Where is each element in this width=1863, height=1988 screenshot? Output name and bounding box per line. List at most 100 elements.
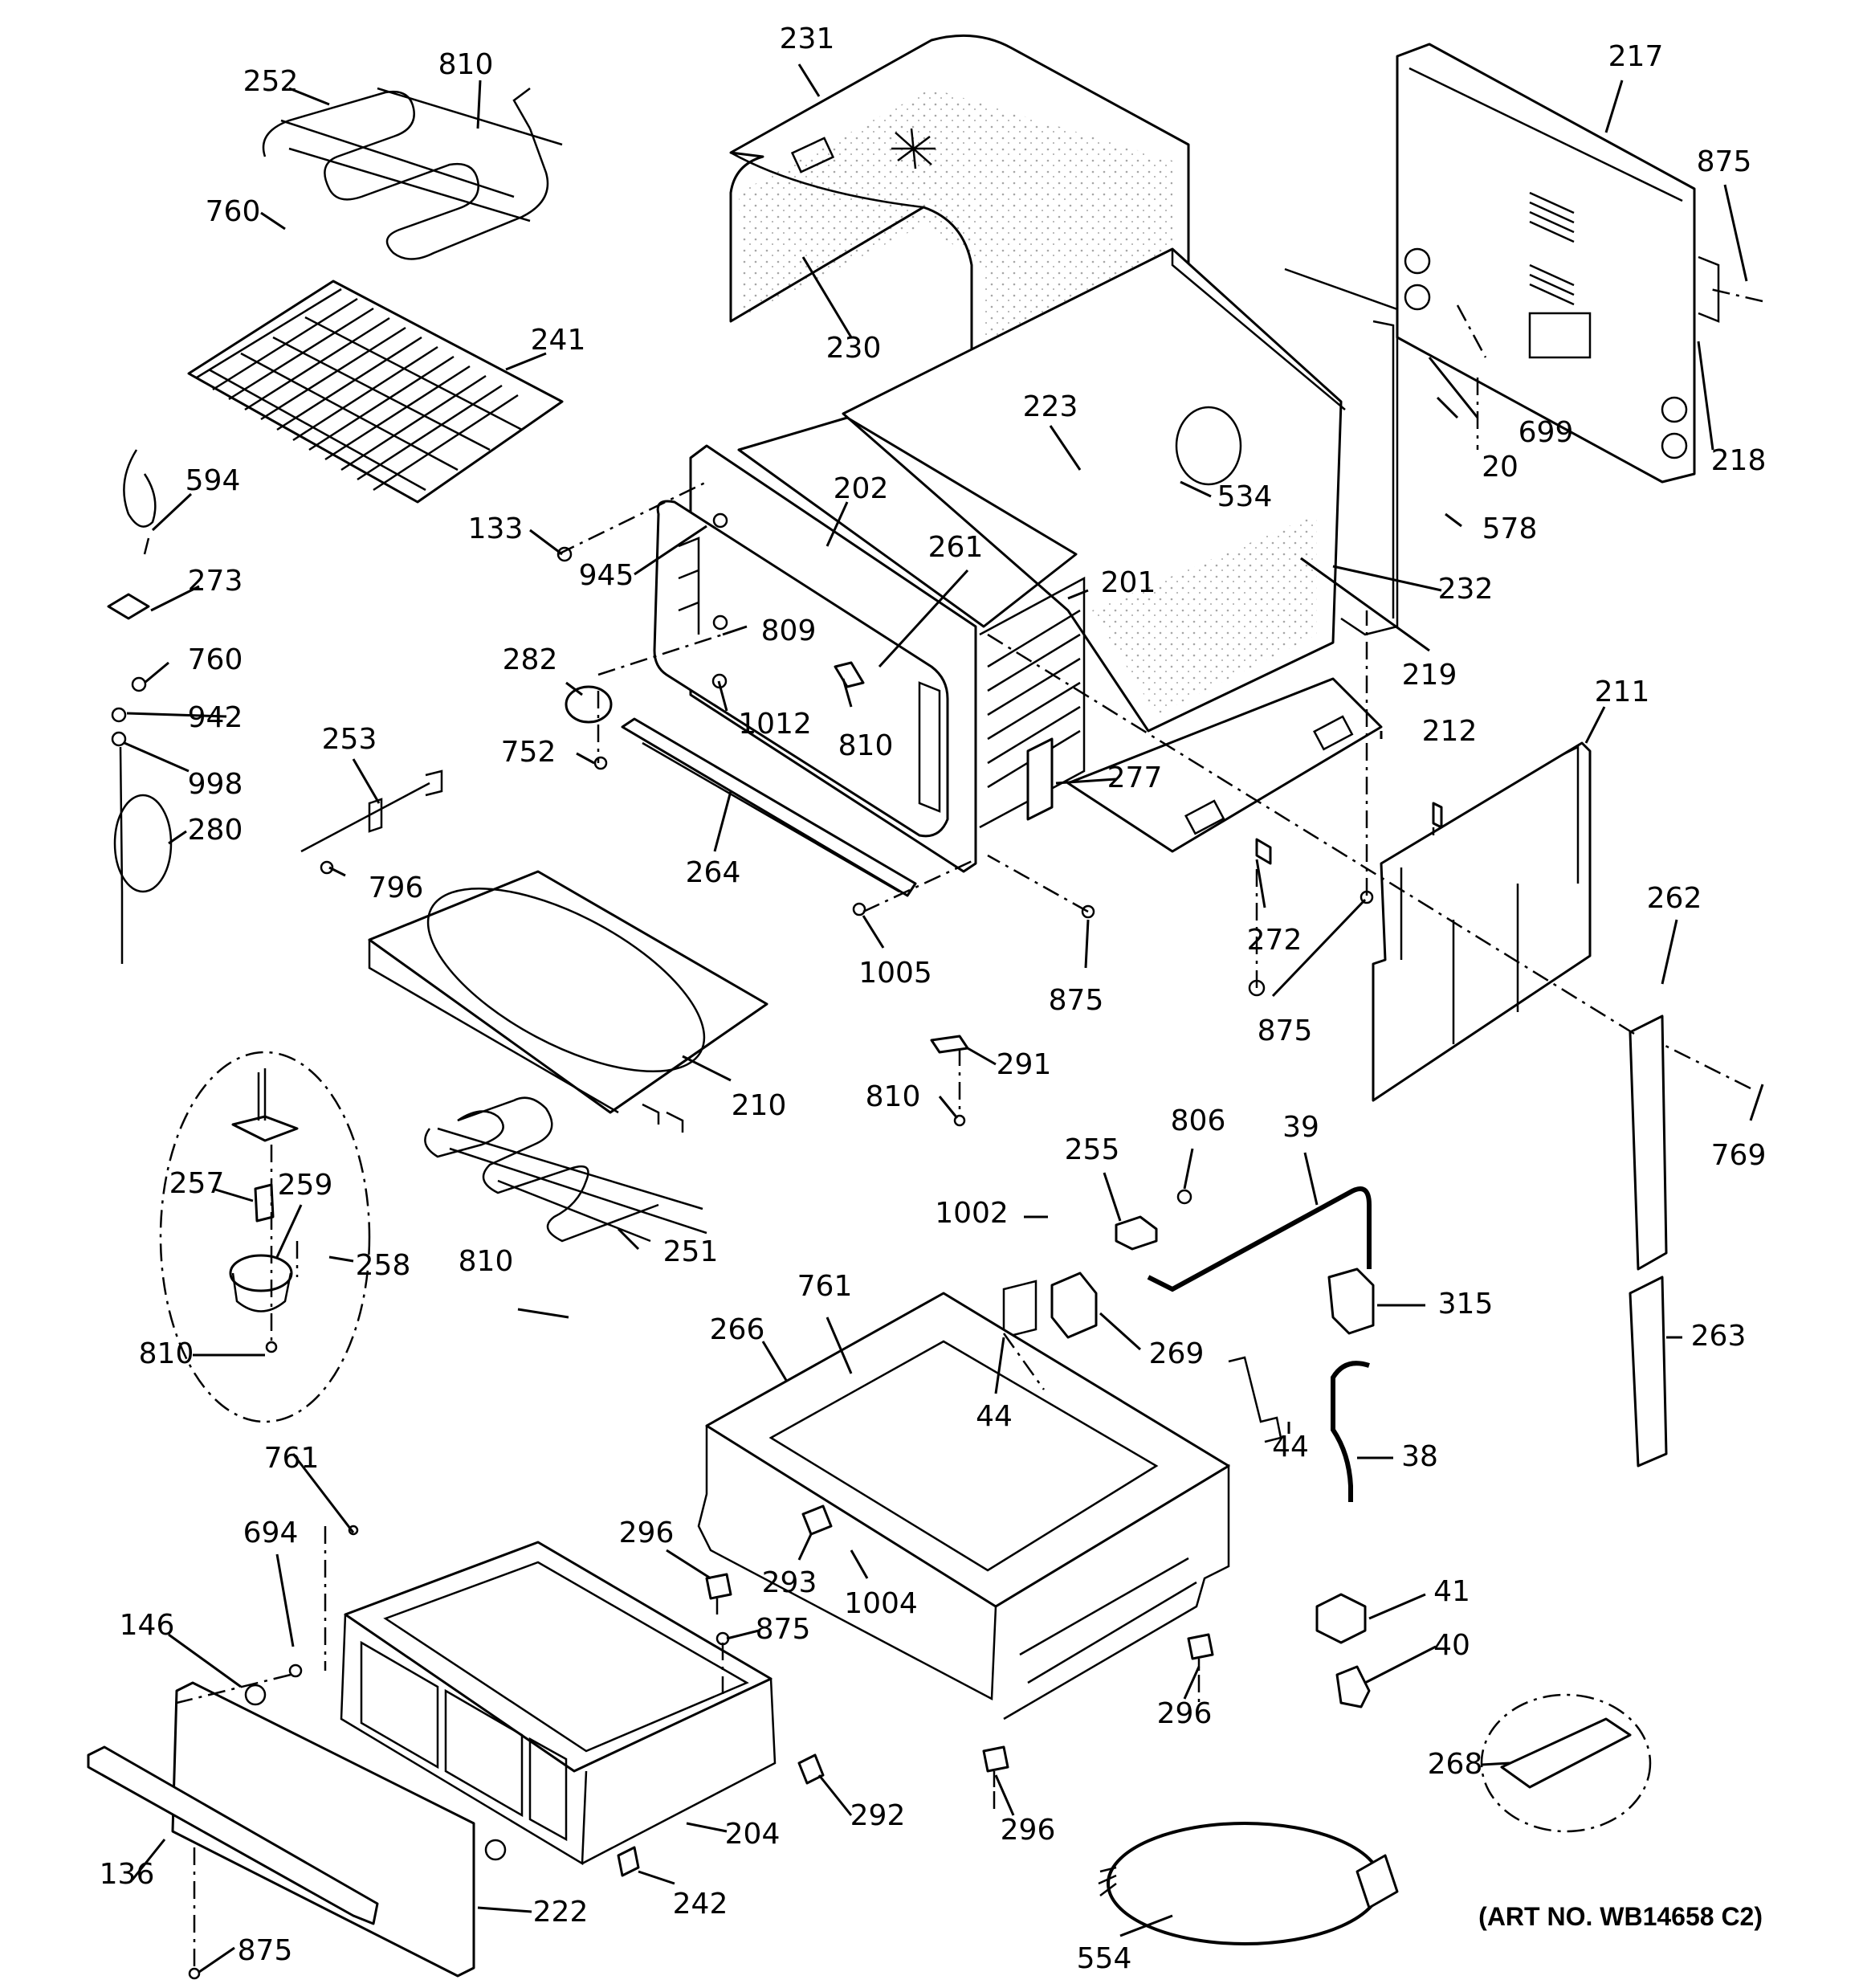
label-258: 258 [356, 1249, 411, 1282]
label-760: 760 [188, 643, 243, 676]
label-292: 292 [850, 1799, 906, 1832]
label-534: 534 [1217, 480, 1273, 513]
label-810: 810 [866, 1080, 921, 1113]
gas-tube-38 [1331, 1361, 1370, 1502]
regulator-bracket-255 [1002, 1189, 1282, 1443]
label-262: 262 [1647, 882, 1702, 915]
label-810: 810 [139, 1337, 194, 1370]
hinge-receiver-277 [1026, 737, 1054, 821]
label-315: 315 [1438, 1288, 1494, 1321]
label-1004: 1004 [844, 1587, 918, 1620]
drawer-fasteners [188, 1525, 825, 1980]
oven-light-282 [565, 685, 613, 724]
label-875: 875 [756, 1613, 811, 1646]
alignment-lines [176, 288, 1763, 1968]
label-875: 875 [238, 1934, 293, 1967]
label-291: 291 [997, 1048, 1052, 1081]
label-44: 44 [976, 1400, 1013, 1433]
label-810: 810 [838, 729, 894, 762]
label-761: 761 [797, 1270, 853, 1303]
leveling-leg-296-left [705, 1573, 732, 1614]
label-280: 280 [188, 814, 243, 847]
label-1005: 1005 [858, 957, 932, 990]
bracket-group-268 [1480, 1693, 1652, 1833]
label-296: 296 [619, 1517, 675, 1549]
leader-lines [124, 63, 1764, 1974]
label-255: 255 [1065, 1133, 1120, 1166]
label-204: 204 [725, 1818, 781, 1851]
label-760: 760 [206, 195, 261, 228]
label-263: 263 [1691, 1320, 1747, 1353]
side-trim-263 [1629, 1276, 1668, 1468]
label-146: 146 [120, 1609, 175, 1642]
label-269: 269 [1149, 1337, 1205, 1370]
label-282: 282 [503, 643, 558, 676]
label-875: 875 [1049, 984, 1104, 1017]
oven-cavity-201 [842, 247, 1346, 733]
label-241: 241 [531, 324, 586, 357]
broil-element-252 [262, 87, 563, 260]
side-panel-211 [1372, 741, 1592, 1102]
bracket-253 [300, 769, 443, 875]
label-810: 810 [438, 48, 494, 81]
label-133: 133 [468, 512, 524, 545]
storage-drawer-204 [340, 1541, 777, 1866]
label-202: 202 [834, 472, 889, 505]
side-trim-262 [1629, 1014, 1668, 1271]
label-264: 264 [686, 856, 741, 889]
label-942: 942 [188, 701, 243, 734]
drawer-front-222 [171, 1681, 475, 1978]
label-201: 201 [1101, 566, 1156, 599]
label-1012: 1012 [738, 708, 812, 741]
label-219: 219 [1402, 659, 1457, 692]
label-875: 875 [1258, 1014, 1313, 1047]
bracket-293 [801, 1504, 833, 1536]
lower-front-trim-264 [621, 717, 917, 897]
label-210: 210 [732, 1089, 787, 1122]
label-809: 809 [761, 614, 817, 647]
elbow-40 [1335, 1665, 1371, 1708]
label-277: 277 [1107, 761, 1163, 794]
label-761: 761 [264, 1442, 320, 1475]
regulator-41 [1315, 1593, 1367, 1644]
label-796: 796 [369, 872, 424, 904]
oven-front-frame-202 [653, 416, 1086, 873]
label-39: 39 [1282, 1111, 1319, 1144]
label-554: 554 [1077, 1942, 1132, 1975]
label-273: 273 [188, 565, 243, 598]
bracket-291 [930, 1035, 969, 1127]
label-242: 242 [673, 1888, 728, 1921]
label-875: 875 [1697, 145, 1752, 178]
gas-valve-315 [1327, 1268, 1375, 1335]
label-20: 20 [1482, 451, 1519, 484]
back-panel-217 [1396, 43, 1720, 484]
label-578: 578 [1482, 512, 1538, 545]
gas-tube-39 [1147, 1186, 1372, 1292]
label-44: 44 [1272, 1431, 1309, 1463]
art-number: (ART NO. WB14658 C2) [1478, 1902, 1763, 1931]
label-253: 253 [322, 723, 377, 756]
oven-rack-241 [187, 280, 564, 504]
oven-bottom-panel-210 [368, 870, 768, 1114]
label-252: 252 [243, 65, 299, 98]
label-40: 40 [1433, 1629, 1470, 1662]
callout-labels: 231 217 252 810 760 241 230 875 699 20 2… [100, 22, 1767, 1975]
leveling-leg-296-right [1187, 1633, 1214, 1671]
label-945: 945 [579, 559, 634, 592]
range-base-266 [697, 1292, 1230, 1721]
label-810: 810 [459, 1245, 514, 1278]
power-cord-554 [1098, 1822, 1399, 1945]
label-806: 806 [1171, 1104, 1226, 1137]
label-218: 218 [1711, 444, 1767, 477]
label-38: 38 [1401, 1440, 1438, 1473]
label-296: 296 [1157, 1697, 1213, 1730]
label-296: 296 [1001, 1814, 1056, 1847]
label-259: 259 [278, 1169, 333, 1202]
small-fasteners [556, 512, 1443, 997]
bake-element-251 [424, 1096, 707, 1243]
label-231: 231 [780, 22, 835, 55]
label-230: 230 [826, 332, 882, 365]
label-257: 257 [169, 1167, 225, 1200]
label-694: 694 [243, 1517, 299, 1549]
